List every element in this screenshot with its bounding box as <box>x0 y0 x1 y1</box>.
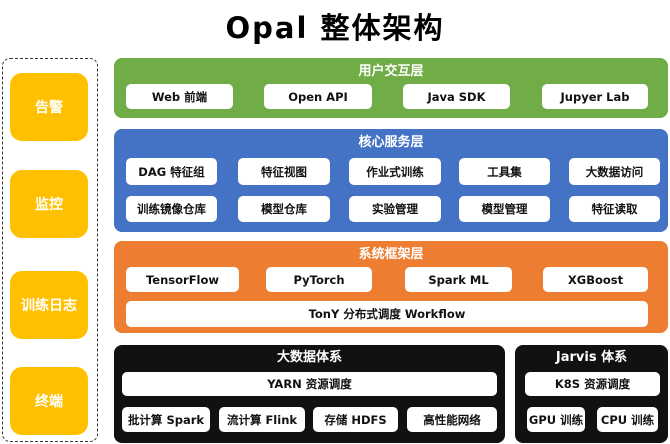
jarvis-item-cpu-training[interactable]: CPU 训练 <box>597 407 658 432</box>
bigdata-item-flink-stream[interactable]: 流计算 Flink <box>219 407 305 432</box>
bigdata-yarn-scheduler[interactable]: YARN 资源调度 <box>122 372 497 396</box>
user-item-web-frontend[interactable]: Web 前端 <box>126 84 233 109</box>
core-service-layer: 核心服务层 DAG 特征组 特征视图 作业式训练 工具集 大数据访问 训练镜像仓… <box>114 129 668 232</box>
core-item-model-repo[interactable]: 模型仓库 <box>238 196 330 222</box>
core-item-model-management[interactable]: 模型管理 <box>459 196 550 222</box>
user-item-open-api[interactable]: Open API <box>264 84 372 109</box>
bigdata-item-hdfs-storage[interactable]: 存储 HDFS <box>313 407 398 432</box>
user-item-java-sdk[interactable]: Java SDK <box>403 84 510 109</box>
user-interaction-layer: 用户交互层 Web 前端 Open API Java SDK Jupyer La… <box>114 58 668 118</box>
core-item-toolset[interactable]: 工具集 <box>459 158 550 185</box>
bigdata-item-spark-batch[interactable]: 批计算 Spark <box>122 407 210 432</box>
side-tile-monitoring[interactable]: 监控 <box>10 170 88 238</box>
jarvis-system-label: Jarvis 体系 <box>555 350 628 365</box>
page-title: Opal 整体架构 <box>225 11 445 45</box>
core-item-experiment-management[interactable]: 实验管理 <box>349 196 441 222</box>
bigdata-system-label: 大数据体系 <box>276 350 342 365</box>
core-layer-label: 核心服务层 <box>358 135 424 150</box>
framework-item-pytorch[interactable]: PyTorch <box>266 267 372 292</box>
framework-item-spark-ml[interactable]: Spark ML <box>405 267 512 292</box>
jarvis-k8s-scheduler[interactable]: K8S 资源调度 <box>525 372 660 396</box>
bigdata-system: 大数据体系 YARN 资源调度 批计算 Spark 流计算 Flink 存储 H… <box>114 345 505 443</box>
side-tile-terminal[interactable]: 终端 <box>10 367 88 435</box>
framework-item-tensorflow[interactable]: TensorFlow <box>126 267 239 292</box>
core-item-bigdata-access[interactable]: 大数据访问 <box>569 158 660 185</box>
framework-workflow-tony[interactable]: TonY 分布式调度 Workflow <box>126 301 648 327</box>
user-item-jupyter-lab[interactable]: Jupyer Lab <box>542 84 648 109</box>
jarvis-system: Jarvis 体系 K8S 资源调度 GPU 训练 CPU 训练 <box>515 345 668 443</box>
user-layer-label: 用户交互层 <box>358 64 424 79</box>
core-item-job-training[interactable]: 作业式训练 <box>349 158 441 185</box>
core-item-dag-feature-group[interactable]: DAG 特征组 <box>126 158 217 185</box>
framework-layer-label: 系统框架层 <box>358 247 424 262</box>
side-tile-training-logs[interactable]: 训练日志 <box>10 271 88 339</box>
jarvis-item-gpu-training[interactable]: GPU 训练 <box>527 407 585 432</box>
ops-side-panel <box>2 58 98 442</box>
core-item-training-image-repo[interactable]: 训练镜像仓库 <box>126 196 217 222</box>
bigdata-item-hpc-network[interactable]: 高性能网络 <box>407 407 497 432</box>
framework-item-xgboost[interactable]: XGBoost <box>543 267 648 292</box>
side-tile-alert[interactable]: 告警 <box>10 73 88 141</box>
system-framework-layer: 系统框架层 TensorFlow PyTorch Spark ML XGBoos… <box>114 241 668 333</box>
core-item-feature-view[interactable]: 特征视图 <box>238 158 330 185</box>
core-item-feature-read[interactable]: 特征读取 <box>569 196 660 222</box>
